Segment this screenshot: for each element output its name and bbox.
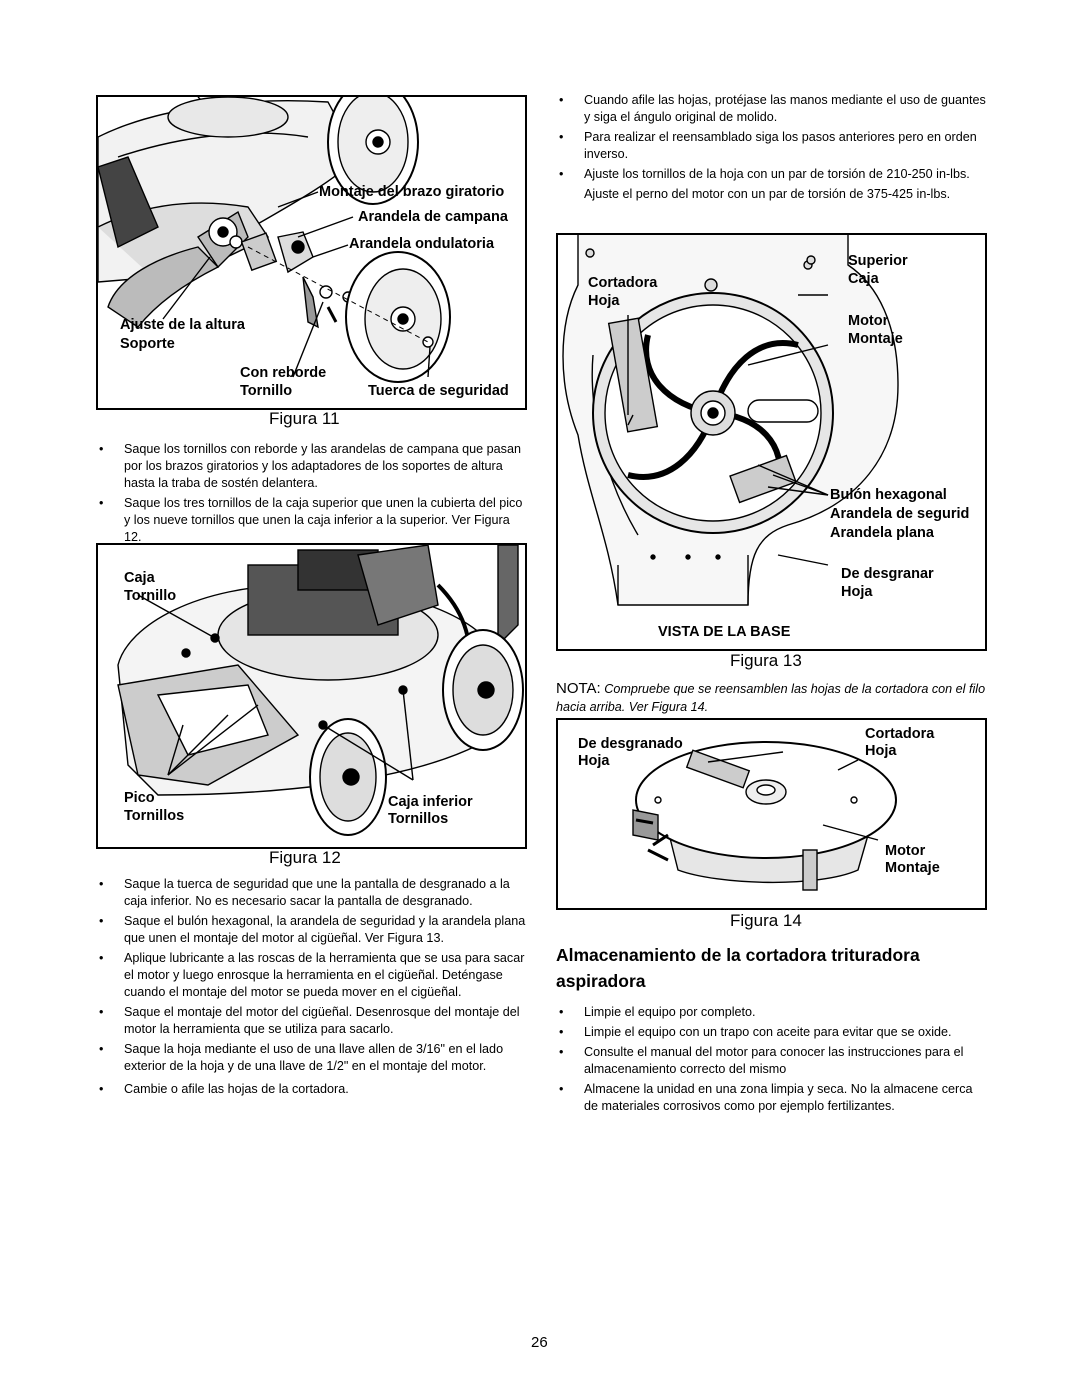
label-superior: Superior — [848, 253, 908, 269]
label-caja-inferior: Caja inferior — [388, 794, 473, 810]
list-item: Cambie o afile las hojas de la cortadora… — [96, 1081, 528, 1098]
figure-11-caption: Figura 11 — [269, 409, 340, 428]
label-hoja-cortadora: Hoja — [865, 743, 897, 759]
list-item: Saque el bulón hexagonal, la arandela de… — [96, 913, 528, 947]
list-item: Ajuste los tornillos de la hoja con un p… — [556, 166, 988, 183]
figure-13-illustration: Superior Caja Cortadora Hoja Motor Monta… — [556, 233, 987, 651]
list-item: Cuando afile las hojas, protéjase las ma… — [556, 92, 988, 126]
list-item: Saque los tres tornillos de la caja supe… — [96, 495, 528, 546]
figure-13-caption: Figura 13 — [730, 651, 802, 670]
label-flange-bolt-1: Con reborde — [240, 365, 327, 381]
mower-housing-drawing — [117, 545, 524, 836]
list-item: Almacene la unidad en una zona limpia y … — [556, 1081, 988, 1115]
label-tornillo: Tornillo — [124, 588, 177, 604]
mower-wheel-exploded-drawing — [98, 97, 451, 383]
label-base-view: VISTA DE LA BASE — [658, 624, 791, 640]
figure-12-caption: Figura 12 — [269, 848, 341, 867]
label-motor: Motor — [885, 843, 926, 859]
list-item: Aplique lubricante a las roscas de la he… — [96, 950, 528, 1001]
storage-instructions: Limpie el equipo por completo. Limpie el… — [556, 1004, 988, 1118]
page-number: 26 — [531, 1334, 548, 1351]
list-item: Saque la hoja mediante el uso de una lla… — [96, 1041, 528, 1075]
label-tornillos: Tornillos — [124, 808, 185, 824]
label-wave-washer: Arandela ondulatoria — [349, 236, 495, 252]
label-hoja-desgranado: Hoja — [578, 753, 610, 769]
label-de-desgranado: De desgranado — [578, 736, 683, 752]
label-lock-washer: Arandela de segurid — [830, 506, 970, 522]
list-item: Limpie el equipo con un trapo con aceite… — [556, 1024, 988, 1041]
list-item: Consulte el manual del motor para conoce… — [556, 1044, 988, 1078]
label-caja: Caja — [848, 271, 879, 287]
label-montaje: Montaje — [848, 331, 903, 347]
list-item: Para realizar el reensamblado siga los p… — [556, 129, 988, 163]
label-bell-washer: Arandela de campana — [358, 209, 508, 225]
label-hoja: Hoja — [588, 293, 620, 309]
label-height-adjust-1: Ajuste de la altura — [120, 317, 245, 333]
note-text: Compruebe que se reensamblen las hojas d… — [556, 682, 986, 714]
label-hoja-desgranar: Hoja — [841, 584, 873, 600]
label-height-adjust-2: Soporte — [120, 336, 175, 352]
label-hex-bolt: Bulón hexagonal — [830, 487, 947, 503]
list-item: Saque los tornillos con reborde y las ar… — [96, 441, 528, 492]
base-view-drawing — [562, 235, 899, 606]
label-cortadora: Cortadora — [588, 275, 658, 291]
label-montaje: Montaje — [885, 860, 940, 876]
figure-11-illustration: Montaje del brazo giratorio Arandela de … — [96, 95, 527, 410]
list-item: Saque el montaje del motor del cigüeñal.… — [96, 1004, 528, 1038]
label-flange-bolt-2: Tornillo — [240, 383, 293, 399]
note-reassembly: NOTA: Compruebe que se reensamblen las h… — [556, 680, 988, 716]
label-caja: Caja — [124, 570, 155, 586]
figure-14-illustration: De desgranado Hoja Cortadora Hoja Motor … — [556, 718, 987, 910]
figure-14-caption: Figura 14 — [730, 911, 802, 930]
blade-assembly-drawing — [632, 741, 897, 891]
list-item: Saque la tuerca de seguridad que une la … — [96, 876, 528, 910]
section-heading-storage: Almacenamiento de la cortadora triturado… — [556, 945, 920, 991]
label-swivel-arm-mount: Montaje del brazo giratorio — [319, 184, 505, 200]
right-instructions-1: Cuando afile las hojas, protéjase las ma… — [556, 92, 988, 206]
note-label: NOTA: — [556, 680, 601, 697]
list-item: Limpie el equipo por completo. — [556, 1004, 988, 1021]
left-instructions-1: Saque los tornillos con reborde y las ar… — [96, 441, 528, 549]
label-lock-nut: Tuerca de seguridad — [368, 383, 509, 399]
label-pico: Pico — [124, 790, 155, 806]
label-de-desgranar: De desgranar — [841, 566, 934, 582]
label-tornillos-inferior: Tornillos — [388, 811, 449, 827]
label-flat-washer: Arandela plana — [830, 525, 934, 541]
list-item-continuation: Ajuste el perno del motor con un par de … — [584, 187, 951, 201]
figure-12-illustration: Caja Tornillo Pico Tornillos Caja inferi… — [96, 543, 527, 849]
label-motor: Motor — [848, 313, 889, 329]
label-cortadora: Cortadora — [865, 726, 935, 742]
left-instructions-2: Saque la tuerca de seguridad que une la … — [96, 876, 528, 1101]
